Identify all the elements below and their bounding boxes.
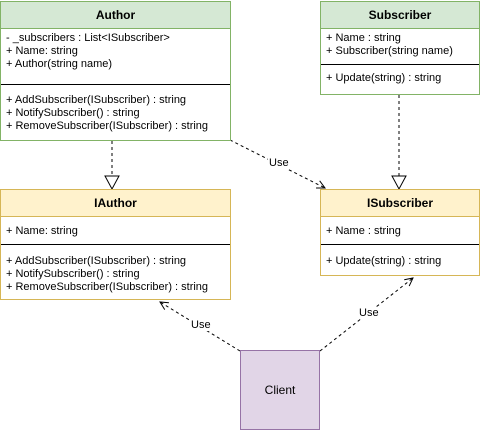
isubscriber-divider [321,244,479,245]
author-divider [1,84,230,85]
client-uses-isubscriber-label: Use [358,307,380,319]
subscriber-field: + Subscriber(string name) [326,45,453,57]
author-method: + NotifySubscriber() : string [6,107,140,119]
iauthor-field: + Name: string [6,225,78,237]
isubscriber-fields: + Name : string [321,217,479,244]
client-uses-iauthor [160,302,241,352]
author-uses-isubscriber-label: Use [268,157,290,169]
author-method: + AddSubscriber(ISubscriber) : string [6,94,187,106]
subscriber-fields: + Name : string + Subscriber(string name… [321,29,479,64]
author-method: + RemoveSubscriber(ISubscriber) : string [6,120,209,132]
author-field: - _subscribers : List<ISubscriber> [6,32,170,44]
iauthor-method: + AddSubscriber(ISubscriber) : string [6,255,187,267]
author-class[interactable]: Author - _subscribers : List<ISubscriber… [0,1,231,141]
isubscriber-interface-title: ISubscriber [321,190,479,217]
author-field: + Author(string name) [6,58,113,70]
subscriber-field: + Name : string [326,32,401,44]
iauthor-method: + NotifySubscriber() : string [6,268,140,280]
iauthor-divider [1,244,230,245]
isubscriber-methods: + Update(string) : string [321,245,479,268]
author-class-title: Author [1,2,230,29]
subscriber-class[interactable]: Subscriber + Name : string + Subscriber(… [320,1,480,95]
subscriber-methods: + Update(string) : string [321,65,479,85]
isubscriber-interface[interactable]: ISubscriber + Name : string + Update(str… [320,189,480,276]
subscriber-realization-triangle [391,175,407,191]
subscriber-class-title: Subscriber [321,2,479,29]
client-label: Client [264,383,296,397]
client-uses-isubscriber [319,278,413,352]
iauthor-fields: + Name: string [1,217,230,244]
client-box[interactable]: Client [240,350,320,430]
client-uses-iauthor-label: Use [190,319,212,331]
isubscriber-field: + Name : string [326,225,401,237]
author-fields: - _subscribers : List<ISubscriber> + Nam… [1,29,230,84]
author-field: + Name: string [6,45,78,57]
author-realization-triangle [104,175,120,191]
iauthor-interface[interactable]: IAuthor + Name: string + AddSubscriber(I… [0,189,231,300]
iauthor-interface-title: IAuthor [1,190,230,217]
iauthor-method: + RemoveSubscriber(ISubscriber) : string [6,281,209,293]
isubscriber-method: + Update(string) : string [326,255,442,267]
subscriber-divider [321,64,479,65]
subscriber-method: + Update(string) : string [326,72,442,84]
author-methods: + AddSubscriber(ISubscriber) : string + … [1,85,230,133]
iauthor-methods: + AddSubscriber(ISubscriber) : string + … [1,245,230,294]
